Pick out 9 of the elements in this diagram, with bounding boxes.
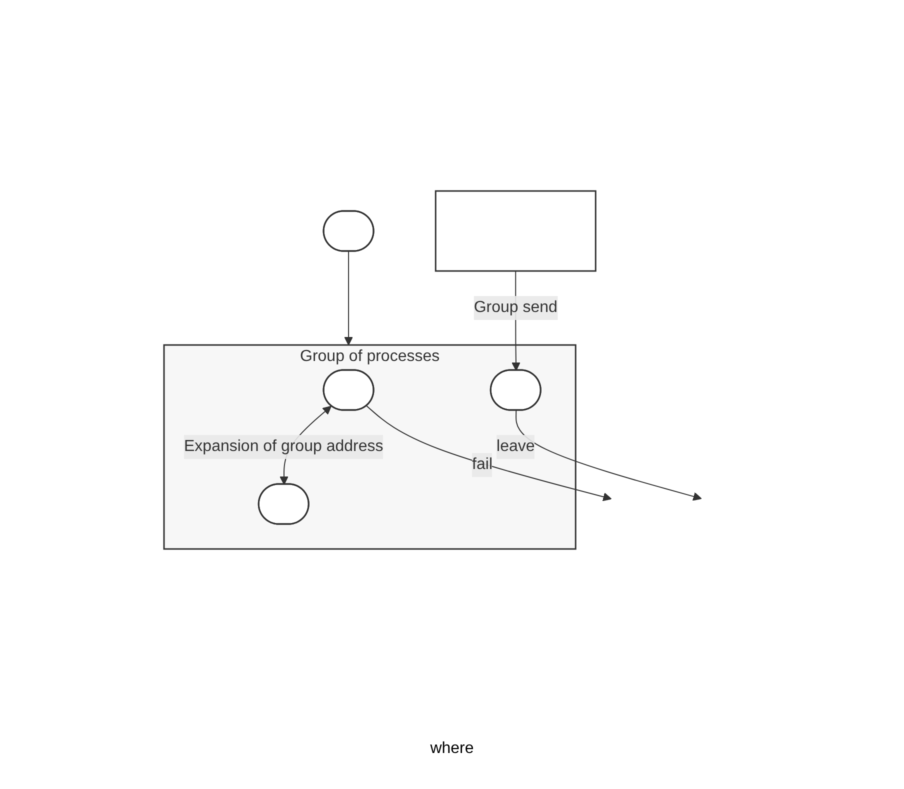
note-text: where [430,740,474,757]
edge-label: fail [472,456,492,474]
arrow [366,405,612,502]
edge-label: Expansion of group address [184,438,383,455]
arrow [344,250,353,346]
edge-label: Group send [474,298,558,316]
node-box [434,190,596,272]
arrow [515,410,702,501]
edge-label: leave [496,438,534,455]
